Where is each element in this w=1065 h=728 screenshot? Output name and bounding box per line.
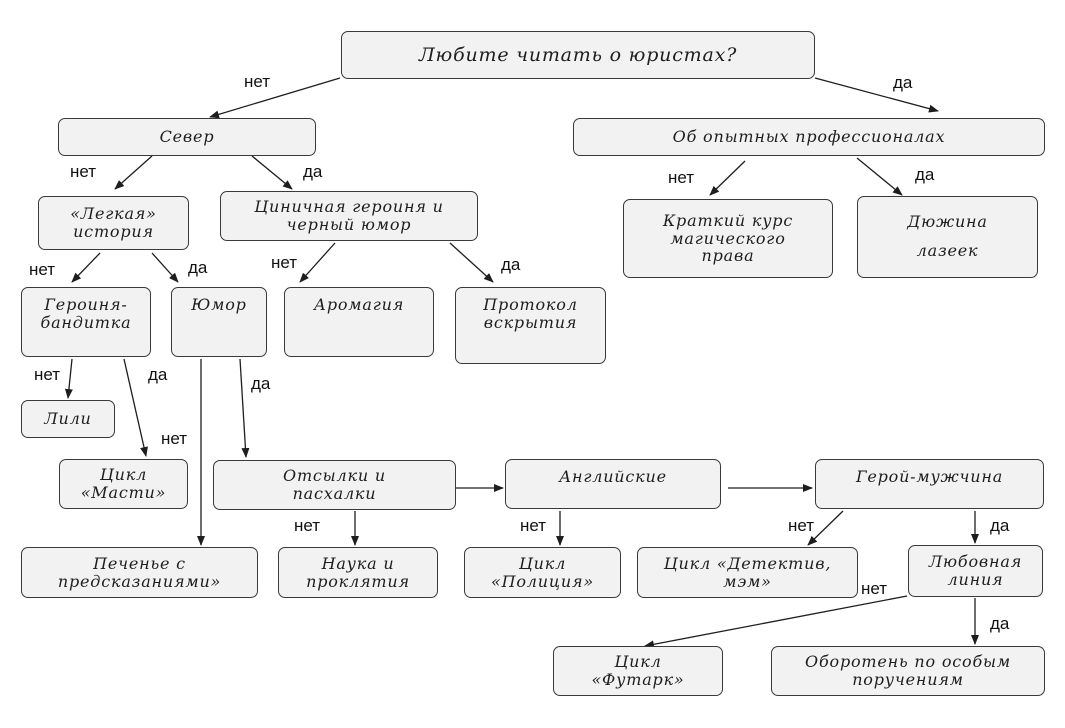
node-futark: Цикл «Футарк» <box>553 646 723 696</box>
node-policiya-text: Цикл «Полиция» <box>491 553 594 591</box>
node-masti-text: Цикл «Масти» <box>80 465 167 502</box>
node-lili-text: Лили <box>44 409 92 429</box>
node-lyubovnaya: Любовная линия <box>908 545 1043 597</box>
edge-legkaya-yumor <box>151 252 179 283</box>
node-sever: Север <box>58 118 316 156</box>
node-root-text: Любите читать о юристах? <box>418 43 738 66</box>
label-yumor-yes: да <box>251 374 271 393</box>
node-lili: Лили <box>21 400 115 438</box>
label-geroinya-no: нет <box>34 365 61 384</box>
edge-geroinya-masti <box>123 358 148 457</box>
edge-cinichnaya-protokol <box>449 242 494 283</box>
label-sever-yes: да <box>303 162 323 181</box>
node-opytnye: Об опытных профессионалах <box>573 118 1045 156</box>
node-geroinya: Героиня- бандитка <box>21 287 151 357</box>
label-lyubovnaya-yes: да <box>990 614 1010 633</box>
edge-yumor-otsylki <box>239 358 250 458</box>
edge-lyubovnaya-futark <box>644 595 908 649</box>
node-yumor: Юмор <box>171 287 267 357</box>
node-pechene: Печенье с предсказаниями» <box>21 547 258 598</box>
node-root: Любите читать о юристах? <box>341 31 815 79</box>
node-legkaya-text: «Легкая» история <box>70 204 157 241</box>
label-geroy-yes: да <box>990 516 1010 535</box>
node-otsylki: Отсылки и пасхалки <box>213 460 456 510</box>
edge-legkaya-geroinya <box>71 252 101 283</box>
node-legkaya: «Легкая» история <box>38 196 189 250</box>
node-oborotens-text: Оборотень по особым поручениям <box>805 652 1011 689</box>
label-opytnye-yes: да <box>915 165 935 184</box>
node-detektiv: Цикл «Детектив, мэм» <box>637 547 858 598</box>
node-geroy-text: Герой-мужчина <box>855 467 1004 486</box>
label-opytnye-no: нет <box>668 168 695 187</box>
node-kratkiy-text: Краткий курс магического права <box>662 211 794 266</box>
edge-root-opytnye <box>814 77 939 113</box>
node-dyuzhina: Дюжина лазеек <box>857 196 1038 278</box>
node-pechene-text: Печенье с предсказаниями» <box>57 553 222 591</box>
node-angliyskie-text: Английские <box>559 467 667 486</box>
edge-geroy-detektiv <box>807 510 844 546</box>
node-futark-text: Цикл «Футарк» <box>591 652 685 689</box>
label-legkaya-yes: да <box>188 258 208 277</box>
node-lyubovnaya-text: Любовная линия <box>928 552 1023 589</box>
node-cinichnaya-text: Циничная героиня и черный юмор <box>254 197 444 234</box>
label-otsylki-no: нет <box>294 516 321 535</box>
node-aromagiya-text: Аромагия <box>313 295 405 314</box>
node-policiya: Цикл «Полиция» <box>464 547 621 598</box>
edge-opytnye-dyuzhina <box>856 157 903 196</box>
node-kratkiy: Краткий курс магического права <box>623 199 833 278</box>
label-lyubovnaya-no: нет <box>861 579 888 598</box>
node-oborotens: Оборотень по особым поручениям <box>771 646 1045 696</box>
node-cinichnaya: Циничная героиня и черный юмор <box>220 191 478 241</box>
edge-opytnye-kratkiy <box>709 160 746 196</box>
node-geroinya-text: Героиня- бандитка <box>40 295 132 332</box>
node-opytnye-text: Об опытных профессионалах <box>672 127 946 147</box>
label-legkaya-no: нет <box>29 260 56 279</box>
edge-root-sever <box>209 77 341 119</box>
node-detektiv-text: Цикл «Детектив, мэм» <box>663 553 832 591</box>
node-protokol: Протокол вскрытия <box>455 287 606 364</box>
label-root-yes: да <box>893 73 913 92</box>
edge-sever-cinichnaya <box>251 155 293 190</box>
edge-geroinya-lili <box>64 358 73 399</box>
node-aromagiya: Аромагия <box>284 287 434 357</box>
node-dyuzhina-text: Дюжина лазеек <box>907 212 988 260</box>
node-nauka-text: Наука и проклятия <box>306 553 410 591</box>
label-cinichnaya-yes: да <box>501 255 521 274</box>
node-masti: Цикл «Масти» <box>59 459 188 509</box>
label-cinichnaya-no: нет <box>271 253 298 272</box>
label-angliyskie-no: нет <box>520 516 547 535</box>
node-sever-text: Север <box>159 127 215 147</box>
label-yumor-no: нет <box>161 429 188 448</box>
label-sever-no: нет <box>70 162 97 181</box>
node-protokol-text: Протокол вскрытия <box>483 295 578 332</box>
node-angliyskie: Английские <box>505 459 721 509</box>
node-geroy: Герой-мужчина <box>815 459 1044 509</box>
label-root-no: нет <box>244 72 271 91</box>
label-geroinya-yes: да <box>148 365 168 384</box>
node-otsylki-text: Отсылки и пасхалки <box>283 466 386 503</box>
node-nauka: Наука и проклятия <box>278 547 438 598</box>
label-geroy-no: нет <box>788 516 815 535</box>
edge-sever-legkaya <box>114 155 153 190</box>
edge-cinichnaya-aromagiya <box>299 242 336 283</box>
node-yumor-text: Юмор <box>191 295 247 314</box>
